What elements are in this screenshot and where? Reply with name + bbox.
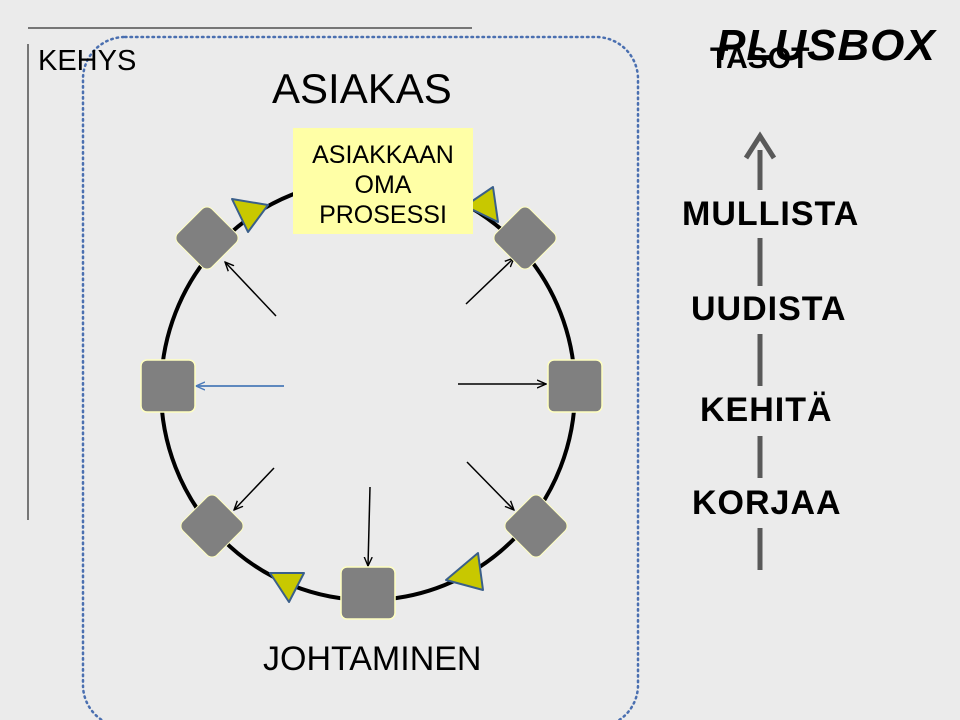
arrow-to-node-top-left xyxy=(225,262,277,317)
level-item-korjaa: KORJAA xyxy=(692,484,842,522)
arrow-to-node-bottom-right xyxy=(466,461,514,510)
triangle-marker-bottom-left xyxy=(269,572,305,603)
arrow-to-node-top-right xyxy=(465,258,514,305)
node-bottom-left xyxy=(180,494,244,558)
arrow-to-node-bottom-left xyxy=(234,467,275,510)
node-bottom-right xyxy=(504,494,568,558)
customer-title: ASIAKAS xyxy=(272,65,452,112)
brand-logo-text: PLUSBOX xyxy=(716,21,936,70)
triangle-marker-top-right xyxy=(464,186,499,223)
process-line: OMA xyxy=(354,171,412,199)
arrow-to-node-bottom xyxy=(368,486,370,566)
node-bottom xyxy=(340,566,396,620)
node-left xyxy=(140,359,196,413)
levels-arrow xyxy=(743,131,777,570)
process-line: ASIAKKAAN xyxy=(312,141,454,169)
node-top-right xyxy=(493,206,557,270)
customer-process-box: ASIAKKAAN OMA PROSESSI xyxy=(293,128,473,234)
triangle-marker-bottom-right xyxy=(445,552,484,591)
levels-title: TASOT xyxy=(710,42,810,75)
node-top-left xyxy=(175,206,239,270)
process-line: PROSESSI xyxy=(319,201,447,229)
level-item-mullista: MULLISTA xyxy=(682,195,860,233)
customer-boundary xyxy=(81,35,640,720)
frame-label: KEHYS xyxy=(38,45,137,77)
triangle-marker-top-left xyxy=(231,198,269,233)
node-right xyxy=(547,359,603,413)
level-item-uudista: UUDISTA xyxy=(691,290,847,328)
level-item-kehita: KEHITÄ xyxy=(700,391,833,429)
management-label: JOHTAMINEN xyxy=(263,640,482,678)
